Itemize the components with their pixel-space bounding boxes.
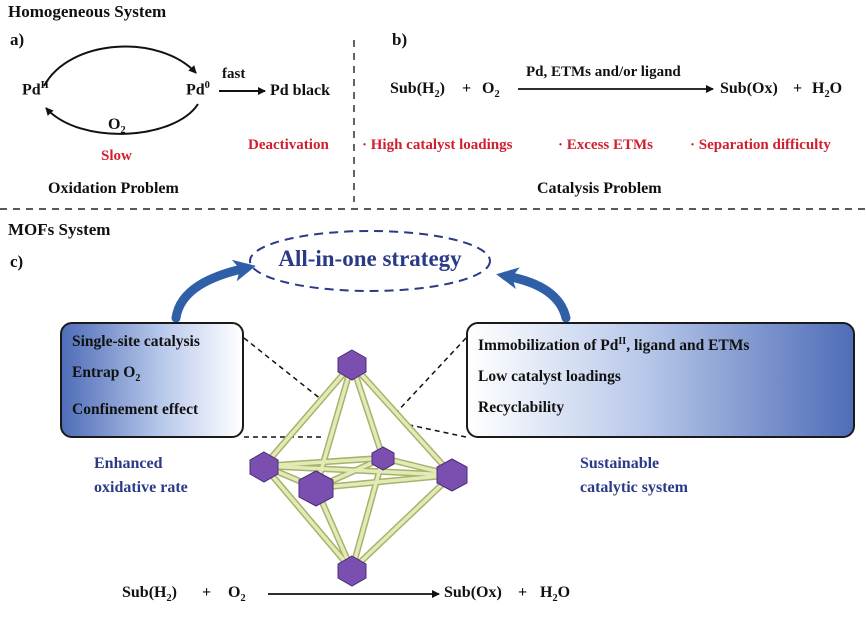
plus-b-1: +: [462, 80, 472, 97]
reactant-b: Sub(H2): [390, 80, 445, 101]
mof-nodes: [249, 349, 468, 587]
oxidation-problem-caption: Oxidation Problem: [48, 180, 179, 197]
feature-immobilization: Immobilization of PdII, ligand and ETMs: [478, 336, 750, 355]
strategy-text: All-in-one strategy: [278, 246, 462, 271]
pd-black-label: Pd black: [270, 82, 331, 99]
deactivation-item-separation: · Separation difficulty: [690, 137, 831, 153]
mof-node-back: [371, 446, 395, 471]
catalyst-label: Pd, ETMs and/or ligand: [526, 64, 681, 80]
feature-confinement: Confinement effect: [72, 401, 199, 419]
reactant-c: Sub(H2): [122, 584, 177, 605]
water-c: H2O: [540, 584, 571, 605]
deactivation-item-etms: · Excess ETMs: [558, 137, 654, 153]
feature-low-loadings: Low catalyst loadings: [478, 368, 621, 386]
catalysis-problem-caption: Catalysis Problem: [537, 180, 662, 197]
connector-right-bottom: [404, 423, 467, 438]
cycle-arrow-top: [43, 45, 197, 87]
cycle-arrow-bottom: [45, 103, 199, 135]
water-b: H2O: [812, 80, 843, 101]
o2-c: O2: [228, 584, 246, 605]
product-b: Sub(Ox): [720, 80, 778, 97]
connector-left-top: [243, 337, 323, 401]
feature-entrap-o2: Entrap O2: [72, 364, 141, 385]
pd-ii-label: PdII: [22, 80, 49, 99]
right-caption-line-1: Sustainable: [580, 455, 660, 472]
slow-label: Slow: [101, 148, 132, 164]
left-feature-box: Single-site catalysis Entrap O2 Confinem…: [60, 322, 244, 438]
pd-0-label: Pd0: [186, 80, 210, 99]
mof-node-right: [436, 458, 468, 492]
o2-label-a: O2: [108, 116, 126, 137]
plus-c-2: +: [518, 584, 528, 601]
fast-label: fast: [222, 66, 246, 82]
feature-recyclability: Recyclability: [478, 399, 565, 417]
mof-node-bottom: [337, 555, 367, 587]
mof-node-top: [337, 349, 367, 381]
feature-single-site: Single-site catalysis: [72, 333, 200, 350]
blue-arrow-left: [171, 259, 256, 323]
mof-node-left: [249, 451, 279, 483]
left-caption-line-2: oxidative rate: [94, 479, 188, 496]
right-caption-line-2: catalytic system: [580, 479, 688, 496]
mof-node-front: [298, 470, 334, 507]
plus-c-1: +: [202, 584, 212, 601]
panel-b-label: b): [392, 30, 408, 49]
deactivation-label: Deactivation: [248, 137, 329, 153]
homogeneous-title: Homogeneous System: [8, 2, 167, 21]
right-feature-box: Immobilization of PdII, ligand and ETMs …: [466, 322, 855, 438]
o2-b: O2: [482, 80, 500, 101]
panel-c-label: c): [10, 252, 24, 271]
mofs-title: MOFs System: [8, 220, 111, 239]
left-caption-line-1: Enhanced: [94, 455, 163, 472]
plus-b-2: +: [793, 80, 803, 97]
strategy-ellipse: All-in-one strategy: [248, 229, 492, 293]
product-c: Sub(Ox): [444, 584, 502, 601]
blue-arrow-right: [496, 267, 571, 323]
panel-a-label: a): [10, 30, 25, 49]
mof-struts-highlight: [262, 362, 454, 572]
deactivation-item-loadings: · High catalyst loadings: [362, 137, 513, 153]
